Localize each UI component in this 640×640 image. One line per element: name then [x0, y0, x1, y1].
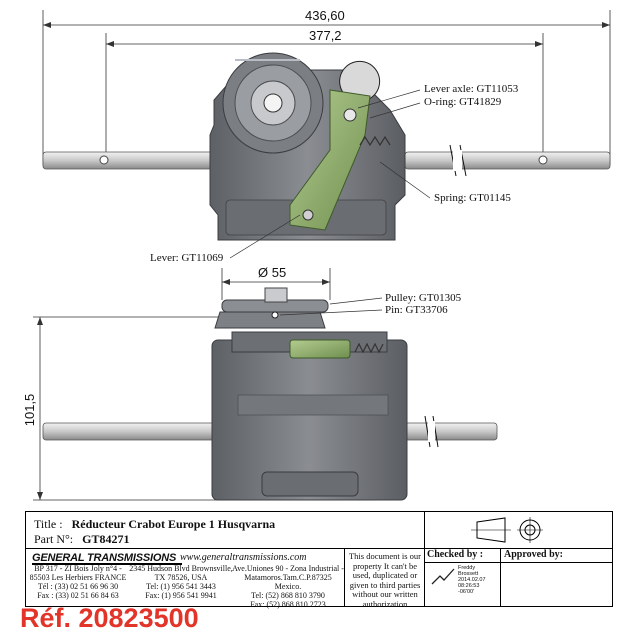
dimension-height: 101,5 — [22, 316, 240, 501]
website-link[interactable]: www.generaltransmissions.com — [180, 552, 307, 563]
signature-mark — [430, 566, 458, 593]
dim-pulley-label: Ø 55 — [258, 265, 286, 280]
part-value: GT84271 — [82, 532, 130, 546]
top-view — [42, 52, 611, 241]
address-usa: 2345 Hudson Blvd Brownsville,TX 78526, U… — [129, 564, 233, 600]
dim-axle-label: 377,2 — [309, 28, 342, 43]
callout-oring: O-ring: GT41829 — [424, 96, 502, 108]
address-france: BP 317 - ZI Bois Joly n°4 -85503 Les Her… — [29, 564, 127, 600]
callout-pin: Pin: GT33706 — [385, 304, 448, 316]
dimension-axle: 377,2 — [105, 28, 544, 155]
title-row: Title : Réducteur Crabot Europe 1 Husqva… — [34, 517, 275, 532]
checked-by-label: Checked by : — [427, 549, 484, 560]
address-mexico: Ave.Uniones 90 - Zona Industrial -Matamo… — [232, 564, 344, 609]
title-block: Title : Réducteur Crabot Europe 1 Husqva… — [25, 511, 614, 609]
dim-height-label: 101,5 — [22, 394, 37, 427]
callout-spring: Spring: GT01145 — [434, 192, 511, 204]
approved-by-label: Approved by: — [504, 549, 563, 560]
callout-lever: Lever: GT11069 — [150, 252, 224, 264]
callout-pulley: Pulley: GT01305 — [385, 292, 462, 304]
part-key: Part N°: — [34, 532, 74, 546]
dimension-pulley: Ø 55 — [221, 265, 331, 300]
title-key: Title : — [34, 517, 63, 531]
reference-number: Réf. 20823500 — [20, 603, 199, 633]
dim-overall-label: 436,60 — [305, 8, 345, 23]
company-logo: GENERAL TRANSMISSIONS — [32, 552, 182, 565]
dimension-overall: 436,60 — [42, 8, 611, 165]
front-view — [42, 287, 498, 501]
property-note: This document is our property It can't b… — [348, 551, 421, 609]
part-row: Part N°: GT84271 — [34, 532, 129, 547]
title-value: Réducteur Crabot Europe 1 Husqvarna — [71, 517, 276, 531]
top-callouts: Lever axle: GT11053 O-ring: GT41829 Spri… — [150, 83, 519, 264]
projection-symbol — [424, 512, 614, 548]
front-callouts: Pulley: GT01305 Pin: GT33706 — [279, 292, 462, 316]
callout-lever-axle: Lever axle: GT11053 — [424, 83, 519, 95]
technical-drawing: 436,60 377,2 Lever axle: GT11053 O-r — [22, 8, 611, 501]
